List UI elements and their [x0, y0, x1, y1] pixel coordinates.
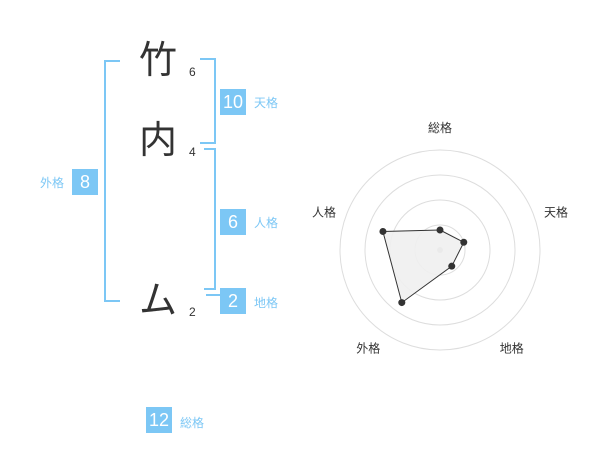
radar-axis-label-1: 天格 [544, 204, 568, 219]
gaikaku-badge: 8 [72, 169, 98, 195]
jinkaku-badge: 6 [220, 209, 246, 235]
name-char-1: 竹 [139, 38, 178, 82]
tenkaku-bracket [200, 58, 216, 144]
radar-point-0 [436, 226, 444, 234]
radar-point-3 [398, 299, 406, 307]
radar-point-4 [379, 227, 387, 235]
chikaku-badge: 2 [220, 288, 246, 314]
radar-ring-3 [364, 174, 516, 326]
radar-polygon [382, 229, 465, 304]
jinkaku-label: 人格 [254, 216, 279, 230]
chikaku-label: 地格 [254, 296, 279, 310]
soukaku-label: 総格 [180, 416, 205, 430]
radar-ring-4 [339, 149, 541, 351]
stroke-count-2: 4 [189, 145, 196, 159]
soukaku-badge: 12 [146, 407, 172, 433]
radar-axis-label-2: 地格 [500, 341, 524, 356]
name-char-3: ム [139, 278, 178, 322]
radar-axis-label-0: 総格 [428, 120, 452, 135]
gaikaku-label: 外格 [40, 176, 65, 190]
radar-axis-label-3: 外格 [356, 341, 380, 356]
gaikaku-bracket [104, 60, 120, 302]
radar-series [379, 226, 468, 307]
jinkaku-bracket [204, 148, 216, 290]
stroke-count-1: 6 [189, 65, 196, 79]
radar-axis-label-4: 人格 [312, 204, 336, 219]
chikaku-bracket [206, 294, 220, 296]
stroke-count-3: 2 [189, 305, 196, 319]
tenkaku-badge: 10 [220, 89, 246, 115]
radar-point-2 [448, 262, 456, 270]
radar-point-1 [460, 238, 468, 246]
name-char-2: 内 [139, 118, 178, 162]
tenkaku-label: 天格 [254, 96, 279, 110]
